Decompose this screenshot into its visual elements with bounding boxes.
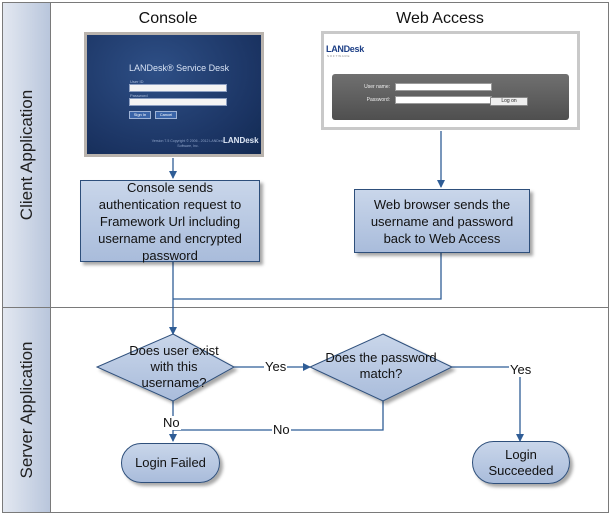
edge-label-yes-password: Yes xyxy=(509,362,533,377)
console-login-screenshot: LANDesk® Service Desk User ID Password S… xyxy=(84,32,264,157)
console-cancel-button: Cancel xyxy=(155,111,177,119)
console-logo: LANDesk xyxy=(223,136,259,145)
console-column-title: Console xyxy=(138,10,198,27)
client-lane-label: Client Application xyxy=(16,89,36,221)
web-login-panel: User name: Password: xyxy=(332,74,569,120)
login-succeeded-terminator: Login Succeeded xyxy=(472,441,570,484)
console-product-title: LANDesk® Service Desk xyxy=(129,63,230,73)
client-lane-header: Client Application xyxy=(2,2,51,308)
login-failed-terminator: Login Failed xyxy=(121,443,220,483)
edge-label-yes-user: Yes xyxy=(264,359,288,374)
web-password-label: Password: xyxy=(366,97,390,103)
console-auth-process: Console sends authentication request to … xyxy=(80,180,260,263)
edge-label-no-password: No xyxy=(272,422,291,437)
web-browser-process: Web browser sends the username and passw… xyxy=(354,189,530,253)
web-username-label: User name: xyxy=(364,84,390,90)
server-lane-label: Server Application xyxy=(16,341,36,479)
console-user-id-label: User ID xyxy=(130,79,144,84)
edge-label-no-user: No xyxy=(162,415,181,430)
console-password-field xyxy=(129,98,227,106)
web-password-field xyxy=(395,96,492,104)
web-access-login-screenshot: LANDesk SOFTWARE User name: Password: Lo… xyxy=(321,31,580,130)
web-logo-tagline: SOFTWARE xyxy=(327,54,351,58)
web-logo: LANDesk xyxy=(326,44,364,54)
decision-password-match-text: Does the password match? xyxy=(325,350,437,381)
web-username-field xyxy=(395,83,492,91)
server-lane-header: Server Application xyxy=(2,307,51,513)
web-logon-button: Log on xyxy=(490,97,528,106)
console-sign-in-button: Sign In xyxy=(129,111,151,119)
console-footer: Version 7.5 Copyright © 2006 - 2012 LAND… xyxy=(151,139,225,148)
console-user-id-field xyxy=(129,84,227,92)
console-password-label: Password xyxy=(130,93,148,98)
web-access-column-title: Web Access xyxy=(396,10,484,27)
decision-user-exists-text: Does user exist with this username? xyxy=(129,343,219,390)
